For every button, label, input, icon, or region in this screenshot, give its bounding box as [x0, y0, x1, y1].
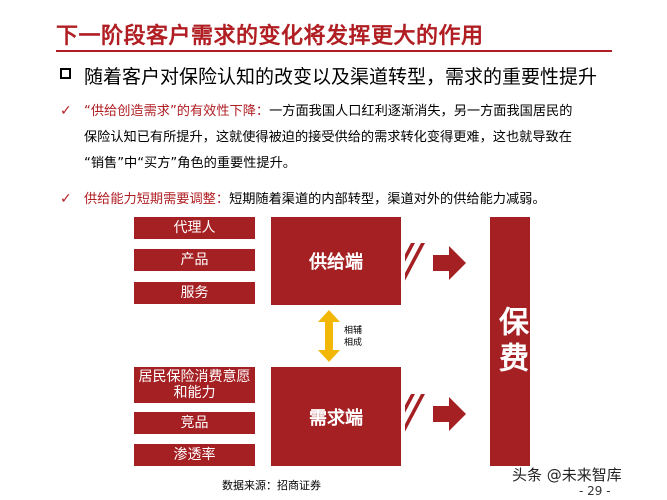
supply-item-agent: 代理人 — [134, 217, 255, 239]
premium-label: 保费 — [493, 305, 528, 378]
premium-box: 保费 — [490, 217, 530, 466]
title-divider — [56, 50, 612, 52]
demand-item-competitor: 竞品 — [134, 412, 255, 434]
bullet-1-line-2: 保险认知已有所提升，这就使得被迫的接受供给的需求转化变得更难，这也就导致在 — [84, 130, 572, 145]
bullet-1-line-3: “销售”中“买方”角色的重要性提升。 — [84, 156, 296, 171]
demand-item-penetration: 渗透率 — [134, 444, 255, 466]
square-bullet-icon — [60, 68, 71, 79]
page-title: 下一阶段客户需求的变化将发挥更大的作用 — [56, 24, 484, 49]
arrow-right-icon — [405, 394, 466, 434]
supply-item-product: 产品 — [134, 249, 255, 271]
supply-item-service: 服务 — [134, 282, 255, 304]
arrow-right-icon — [405, 243, 466, 283]
bullet-1-line-1: “供给创造需求”的有效性下降：一方面我国人口红利逐渐消失，另一方面我国居民的 — [84, 99, 649, 125]
bullet-1-line-1-rest: 一方面我国人口红利逐渐消失，另一方面我国居民的 — [269, 104, 573, 119]
demand-side-box: 需求端 — [271, 367, 401, 466]
page-number: - 29 - — [579, 484, 611, 498]
check-icon: ✓ — [60, 191, 72, 207]
demand-item-consumption-label: 居民保险消费意愿和能力 — [138, 369, 251, 401]
watermark: 头条 @未来智库 — [512, 466, 622, 484]
demand-item-consumption: 居民保险消费意愿和能力 — [134, 367, 255, 403]
bullet-2-lead: 供给能力短期需要调整： — [84, 192, 230, 207]
bullet-paragraph-1: “供给创造需求”的有效性下降：一方面我国人口红利逐渐消失，另一方面我国居民的 保… — [84, 99, 649, 177]
check-icon: ✓ — [60, 103, 72, 119]
data-source: 数据来源：招商证券 — [222, 479, 321, 492]
bullet-paragraph-2: 供给能力短期需要调整：短期随着渠道的内部转型，渠道对外的供给能力减弱。 — [84, 187, 649, 213]
supply-side-box: 供给端 — [271, 217, 401, 305]
section-subtitle: 随着客户对保险认知的改变以及渠道转型，需求的重要性提升 — [84, 66, 598, 88]
interplay-label: 相辅相成 — [344, 326, 363, 348]
bullet-2-text: 短期随着渠道的内部转型，渠道对外的供给能力减弱。 — [229, 192, 546, 207]
bullet-1-lead: “供给创造需求”的有效性下降： — [84, 104, 270, 119]
double-arrow-icon — [318, 310, 340, 362]
